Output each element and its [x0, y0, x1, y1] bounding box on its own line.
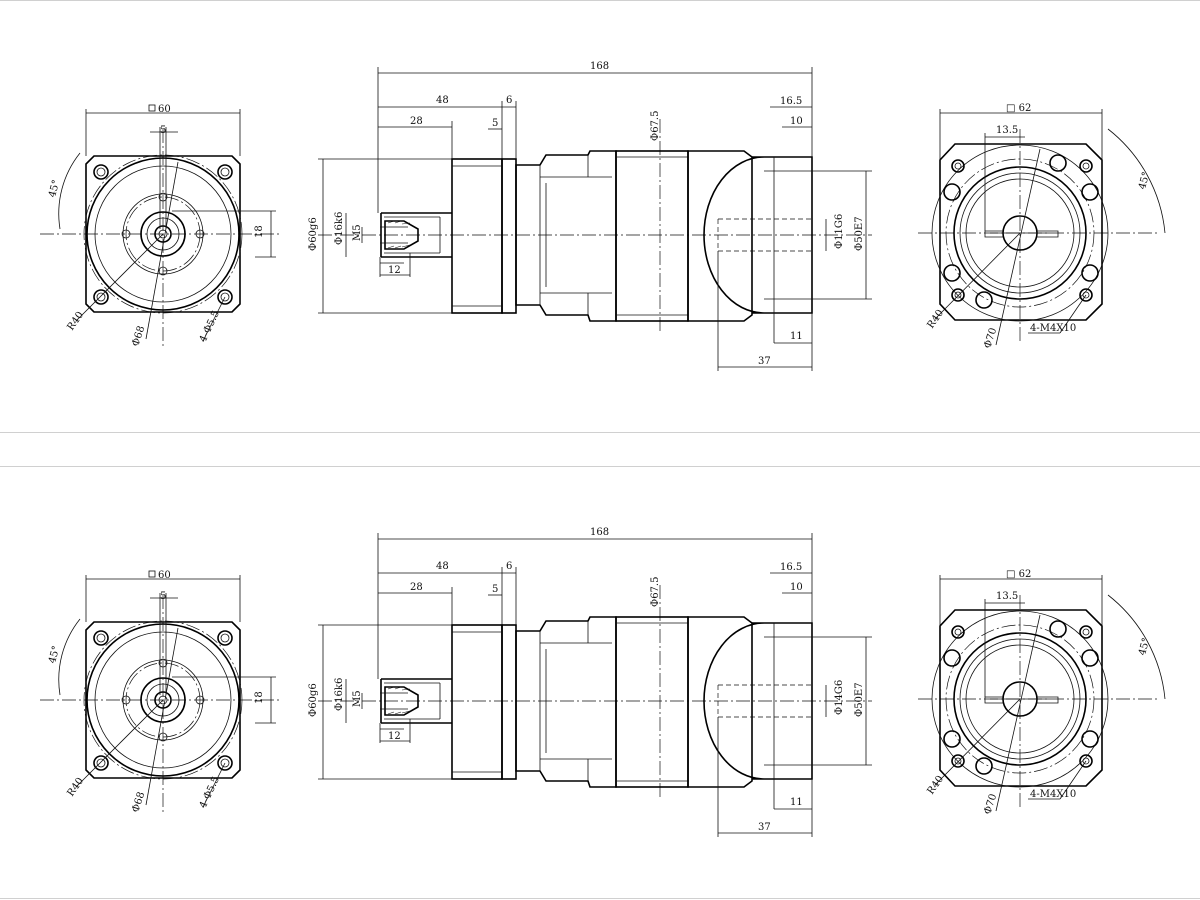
back-circle-label: Φ70	[982, 327, 999, 350]
side-shoulder-label: 6	[506, 95, 512, 106]
back-angle-label: 45°	[1137, 637, 1152, 657]
side-shaft-length-label: 48	[436, 95, 449, 106]
side-flange-in-label: 10	[790, 116, 803, 127]
back-view: □ 62 13.5 45° R40 Φ70 4-M4X10	[918, 103, 1166, 350]
back-holes	[943, 620, 1099, 775]
gearbox-drawing: 60 5 18 45° R40 Φ68 4-Φ5.5	[40, 527, 1166, 837]
side-flange-len-label: 16.5	[780, 562, 802, 573]
side-input-len-label: 37	[758, 356, 771, 367]
side-body-dia-label: Φ67.5	[650, 111, 661, 141]
side-view: 168 48 6 28 5 Φ67.5 16.5 10 Φ60g6 Φ16k6 …	[308, 61, 872, 371]
side-view: 168 48 6 28 5 Φ67.5 16.5 10 Φ60g6 Φ16k6 …	[308, 527, 872, 837]
front-corner-holes	[93, 630, 233, 771]
front-square-label: 60	[158, 570, 171, 581]
front-corner-holes	[93, 164, 233, 305]
front-circle-label: Φ68	[130, 325, 147, 348]
back-taps-label: 4-M4X10	[1030, 323, 1076, 334]
side-overall-label: 168	[590, 61, 609, 72]
front-view: 60 5 18 45° R40 Φ68 4-Φ5.5	[40, 570, 282, 814]
front-angle-label: 45°	[47, 179, 62, 199]
side-shaft-length-label: 48	[436, 561, 449, 572]
drawing-panel-bottom: 60 5 18 45° R40 Φ68 4-Φ5.5	[0, 466, 1200, 899]
side-bore-label: Φ14G6	[834, 680, 845, 715]
side-overall-label: 168	[590, 527, 609, 538]
drawing-panel-top: 60 5 18 45° R40 Φ68 4-Φ5.5	[0, 0, 1200, 433]
side-pilot-label: Φ60g6	[308, 217, 319, 251]
side-pilot-label: Φ60g6	[308, 683, 319, 717]
side-thread-label: M5	[352, 224, 363, 241]
front-offset-label: 5	[160, 591, 166, 602]
front-view: 60 5 18 45° R40 Φ68 4-Φ5.5	[40, 104, 282, 348]
side-thread-label: M5	[352, 690, 363, 707]
back-holes	[943, 154, 1099, 309]
side-key-depth-label: 12	[388, 265, 401, 276]
front-radius-label: R40	[65, 310, 86, 333]
side-key-length-label: 28	[410, 116, 423, 127]
side-bore-depth-label: 11	[790, 797, 803, 808]
back-view: □ 62 13.5 45° R40 Φ70 4-M4X10	[918, 569, 1166, 816]
side-key-offset-label: 5	[492, 118, 498, 129]
side-spigot-label: Φ50E7	[854, 682, 865, 717]
back-circle-label: Φ70	[982, 793, 999, 816]
side-shaft-dia-label: Φ16k6	[334, 678, 345, 711]
front-angle-label: 45°	[47, 645, 62, 665]
front-offset-label: 5	[160, 125, 166, 136]
back-taps-label: 4-M4X10	[1030, 789, 1076, 800]
back-offset-label: 13.5	[996, 125, 1018, 136]
front-holes-label: 4-Φ5.5	[198, 775, 222, 810]
side-spigot-label: Φ50E7	[854, 216, 865, 251]
front-height-label: 18	[254, 225, 265, 238]
front-square-label: 60	[158, 104, 171, 115]
side-flange-in-label: 10	[790, 582, 803, 593]
side-bore-depth-label: 11	[790, 331, 803, 342]
front-height-label: 18	[254, 691, 265, 704]
back-offset-label: 13.5	[996, 591, 1018, 602]
back-square-label: □ 62	[1006, 569, 1031, 580]
side-key-depth-label: 12	[388, 731, 401, 742]
front-radius-label: R40	[65, 776, 86, 799]
side-key-length-label: 28	[410, 582, 423, 593]
side-shoulder-label: 6	[506, 561, 512, 572]
side-bore-label: Φ11G6	[834, 214, 845, 249]
front-holes-label: 4-Φ5.5	[198, 309, 222, 344]
side-key-offset-label: 5	[492, 584, 498, 595]
gearbox-drawing: 60 5 18 45° R40 Φ68 4-Φ5.5	[40, 61, 1166, 371]
side-input-len-label: 37	[758, 822, 771, 833]
back-angle-label: 45°	[1137, 171, 1152, 191]
side-body-dia-label: Φ67.5	[650, 577, 661, 607]
front-circle-label: Φ68	[130, 791, 147, 814]
back-square-label: □ 62	[1006, 103, 1031, 114]
side-flange-len-label: 16.5	[780, 96, 802, 107]
side-shaft-dia-label: Φ16k6	[334, 212, 345, 245]
